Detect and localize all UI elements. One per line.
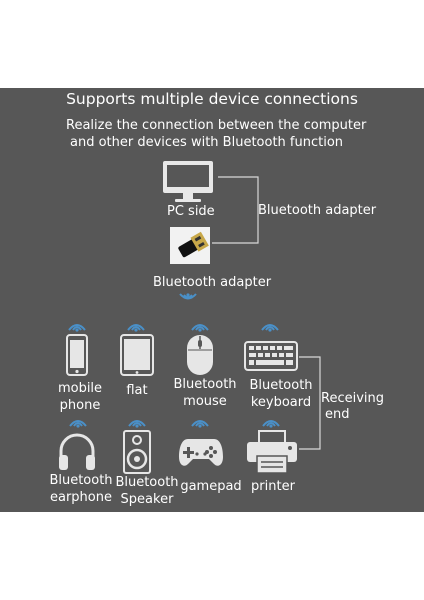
signal-icon bbox=[259, 320, 281, 332]
infographic-panel: Supports multiple device connections Rea… bbox=[0, 88, 424, 512]
speaker-icon bbox=[123, 430, 151, 474]
device-label-gamepad: gamepad bbox=[178, 478, 244, 495]
device-label-line: mouse bbox=[183, 394, 227, 409]
device-label-line: keyboard bbox=[250, 395, 312, 410]
device-label-line: phone bbox=[59, 398, 101, 413]
keyboard-icon bbox=[244, 341, 298, 371]
signal-icon bbox=[66, 320, 88, 332]
device-label-line: Bluetooth bbox=[173, 377, 237, 392]
device-label-line: earphone bbox=[50, 490, 112, 505]
mobile-phone-icon bbox=[66, 334, 88, 376]
device-label-printer: printer bbox=[244, 478, 302, 495]
monitor-icon bbox=[162, 160, 214, 204]
signal-icon bbox=[189, 416, 211, 428]
headphones-icon bbox=[56, 430, 98, 472]
device-label-keyboard: Bluetooth keyboard bbox=[246, 377, 316, 411]
device-label-mobile-phone: mobile phone bbox=[54, 380, 106, 414]
device-label-line: Bluetooth bbox=[249, 378, 313, 393]
mouse-icon bbox=[186, 334, 214, 376]
device-label-line: Bluetooth bbox=[115, 475, 179, 490]
receiving-end-label: Receiving end bbox=[321, 391, 384, 423]
subtitle-line-1: Realize the connection between the compu… bbox=[66, 118, 367, 133]
device-label-line: Bluetooth bbox=[49, 473, 113, 488]
signal-icon bbox=[189, 320, 211, 332]
signal-icon bbox=[125, 320, 147, 332]
signal-icon bbox=[126, 416, 148, 428]
device-label-mouse: Bluetooth mouse bbox=[171, 376, 239, 410]
gamepad-icon bbox=[178, 435, 224, 469]
usb-adapter-icon bbox=[170, 227, 210, 264]
connector-lines bbox=[212, 176, 321, 450]
device-label-line: gamepad bbox=[180, 479, 242, 494]
signal-icon bbox=[260, 416, 282, 428]
adapter-label-middle: Bluetooth adapter bbox=[152, 275, 272, 290]
device-label-line: printer bbox=[251, 479, 295, 494]
receiving-end-line: Receiving bbox=[321, 391, 385, 406]
tablet-icon bbox=[120, 334, 154, 376]
page-title: Supports multiple device connections bbox=[66, 90, 358, 108]
pc-side-label: PC side bbox=[167, 204, 215, 219]
signal-icon bbox=[67, 416, 89, 428]
device-label-flat: flat bbox=[117, 382, 157, 399]
device-label-earphone: Bluetooth earphone bbox=[48, 472, 114, 506]
signal-icon bbox=[177, 291, 199, 305]
adapter-label-right: Bluetooth adapter bbox=[258, 203, 377, 218]
device-label-line: mobile bbox=[57, 381, 103, 396]
printer-icon bbox=[246, 430, 298, 474]
subtitle-line-2: and other devices with Bluetooth functio… bbox=[70, 135, 344, 150]
receiving-end-line: end bbox=[325, 407, 350, 422]
device-label-speaker: Bluetooth Speaker bbox=[114, 474, 180, 508]
device-label-line: Speaker bbox=[120, 492, 174, 507]
device-label-line: flat bbox=[126, 383, 148, 398]
